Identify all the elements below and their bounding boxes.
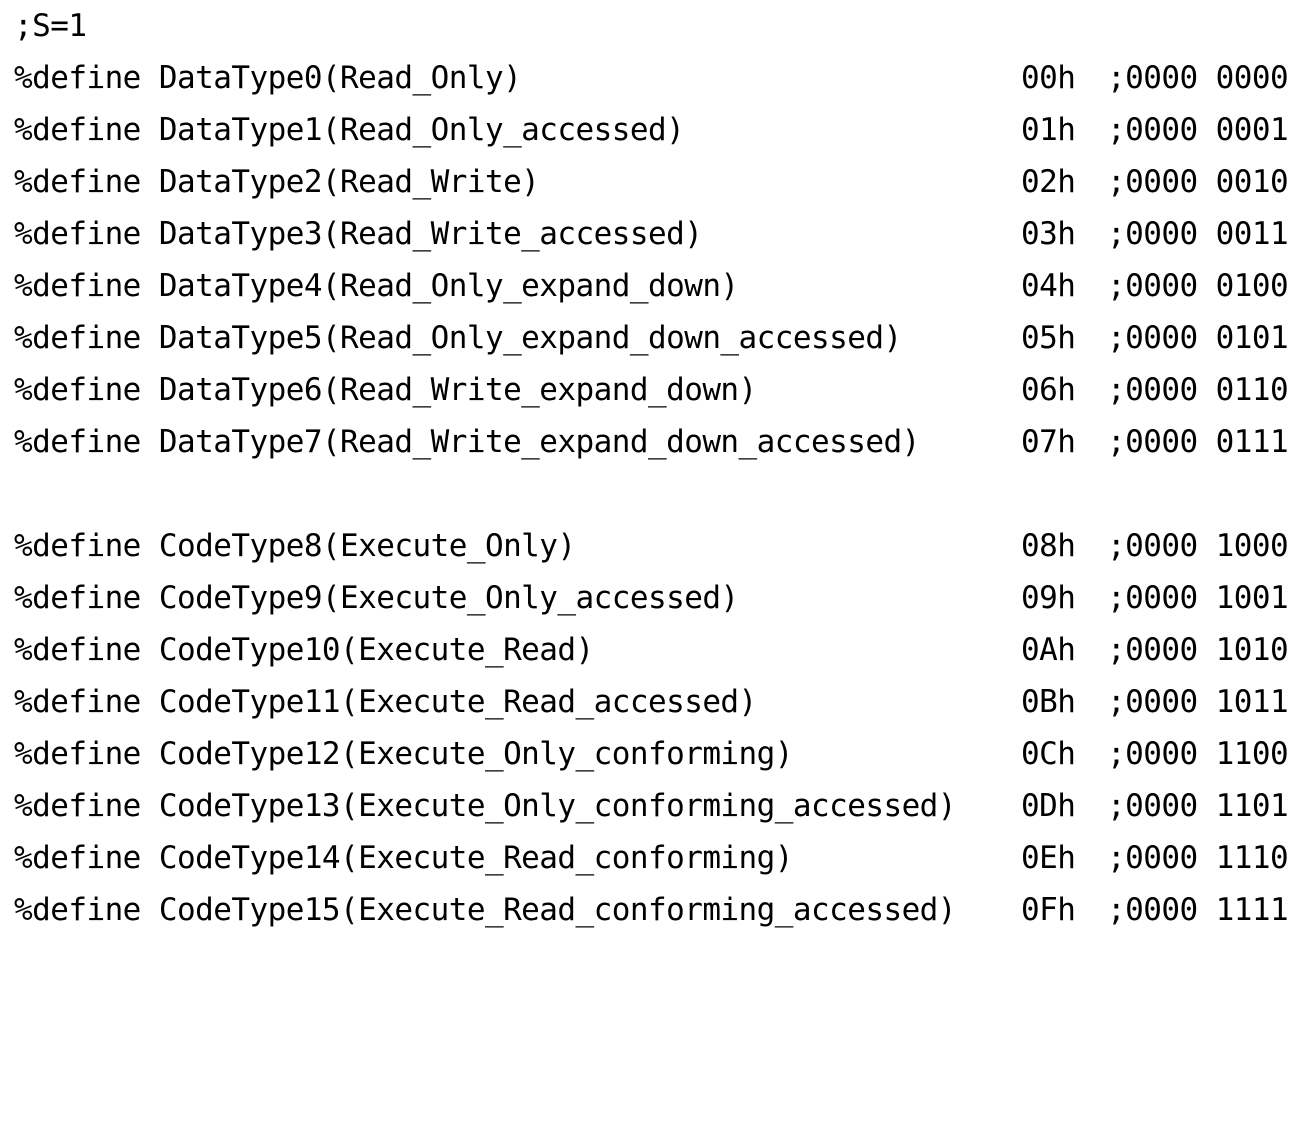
definition-text: %define DataType1(Read_Only_accessed) xyxy=(14,112,685,148)
code-line-datatype6: %define DataType6(Read_Write_expand_down… xyxy=(0,364,1316,416)
binary-comment: ;0000 1011 xyxy=(1107,684,1289,720)
definition-text: %define CodeType8(Execute_Only) xyxy=(14,528,576,564)
binary-comment: ;0000 0111 xyxy=(1107,424,1289,460)
definition-text: %define CodeType13(Execute_Only_conformi… xyxy=(14,788,956,824)
hex-value: 05h xyxy=(1021,320,1076,356)
binary-comment: ;0000 1000 xyxy=(1107,528,1289,564)
code-line-datatype1: %define DataType1(Read_Only_accessed) 01… xyxy=(0,104,1316,156)
definition-text: %define DataType2(Read_Write) xyxy=(14,164,540,200)
code-line-codetype14: %define CodeType14(Execute_Read_conformi… xyxy=(0,832,1316,884)
definition-text: %define DataType3(Read_Write_accessed) xyxy=(14,216,703,252)
definition-text: %define DataType5(Read_Only_expand_down_… xyxy=(14,320,902,356)
code-line-datatype2: %define DataType2(Read_Write) 02h ;0000 … xyxy=(0,156,1316,208)
code-line-codetype8: %define CodeType8(Execute_Only) 08h ;000… xyxy=(0,520,1316,572)
binary-comment: ;0000 1111 xyxy=(1107,892,1289,928)
hex-value: 06h xyxy=(1021,372,1076,408)
definition-text: %define DataType0(Read_Only) xyxy=(14,60,522,96)
hex-value: 08h xyxy=(1021,528,1076,564)
definition-text: %define CodeType14(Execute_Read_conformi… xyxy=(14,840,793,876)
code-line-datatype3: %define DataType3(Read_Write_accessed) 0… xyxy=(0,208,1316,260)
binary-comment: ;0000 0001 xyxy=(1107,112,1289,148)
code-listing: ;S=1 %define DataType0(Read_Only) 00h ;0… xyxy=(0,0,1316,936)
hex-value: 0Ch xyxy=(1021,736,1076,772)
code-line-datatype0: %define DataType0(Read_Only) 00h ;0000 0… xyxy=(0,52,1316,104)
hex-value: 00h xyxy=(1021,60,1076,96)
code-line-codetype10: %define CodeType10(Execute_Read) 0Ah ;00… xyxy=(0,624,1316,676)
binary-comment: ;0000 1001 xyxy=(1107,580,1289,616)
code-line-datatype4: %define DataType4(Read_Only_expand_down)… xyxy=(0,260,1316,312)
definition-text: %define CodeType12(Execute_Only_conformi… xyxy=(14,736,793,772)
code-line-codetype9: %define CodeType9(Execute_Only_accessed)… xyxy=(0,572,1316,624)
binary-comment: ;0000 0100 xyxy=(1107,268,1289,304)
definition-text: %define CodeType10(Execute_Read) xyxy=(14,632,594,668)
binary-comment: ;0000 1010 xyxy=(1107,632,1289,668)
hex-value: 09h xyxy=(1021,580,1076,616)
hex-value: 0Fh xyxy=(1021,892,1076,928)
code-line-header-comment: ;S=1 xyxy=(0,0,1316,52)
hex-value: 0Ah xyxy=(1021,632,1076,668)
hex-value: 0Eh xyxy=(1021,840,1076,876)
definition-text: %define DataType6(Read_Write_expand_down… xyxy=(14,372,757,408)
binary-comment: ;0000 0011 xyxy=(1107,216,1289,252)
definition-text: %define DataType4(Read_Only_expand_down) xyxy=(14,268,739,304)
code-line-datatype7: %define DataType7(Read_Write_expand_down… xyxy=(0,416,1316,468)
definition-text: %define CodeType11(Execute_Read_accessed… xyxy=(14,684,757,720)
definition-text: %define DataType7(Read_Write_expand_down… xyxy=(14,424,920,460)
code-line-codetype12: %define CodeType12(Execute_Only_conformi… xyxy=(0,728,1316,780)
code-line-blank-separator xyxy=(0,468,1316,520)
header-comment-text: ;S=1 xyxy=(14,8,87,44)
binary-comment: ;0000 1100 xyxy=(1107,736,1289,772)
binary-comment: ;0000 0010 xyxy=(1107,164,1289,200)
code-line-codetype11: %define CodeType11(Execute_Read_accessed… xyxy=(0,676,1316,728)
code-line-codetype15: %define CodeType15(Execute_Read_conformi… xyxy=(0,884,1316,936)
binary-comment: ;0000 1110 xyxy=(1107,840,1289,876)
hex-value: 04h xyxy=(1021,268,1076,304)
binary-comment: ;0000 1101 xyxy=(1107,788,1289,824)
hex-value: 01h xyxy=(1021,112,1076,148)
code-line-datatype5: %define DataType5(Read_Only_expand_down_… xyxy=(0,312,1316,364)
code-line-codetype13: %define CodeType13(Execute_Only_conformi… xyxy=(0,780,1316,832)
hex-value: 0Bh xyxy=(1021,684,1076,720)
definition-text: %define CodeType15(Execute_Read_conformi… xyxy=(14,892,956,928)
binary-comment: ;0000 0110 xyxy=(1107,372,1289,408)
hex-value: 07h xyxy=(1021,424,1076,460)
hex-value: 0Dh xyxy=(1021,788,1076,824)
hex-value: 02h xyxy=(1021,164,1076,200)
hex-value: 03h xyxy=(1021,216,1076,252)
binary-comment: ;0000 0000 xyxy=(1107,60,1289,96)
binary-comment: ;0000 0101 xyxy=(1107,320,1289,356)
definition-text: %define CodeType9(Execute_Only_accessed) xyxy=(14,580,739,616)
